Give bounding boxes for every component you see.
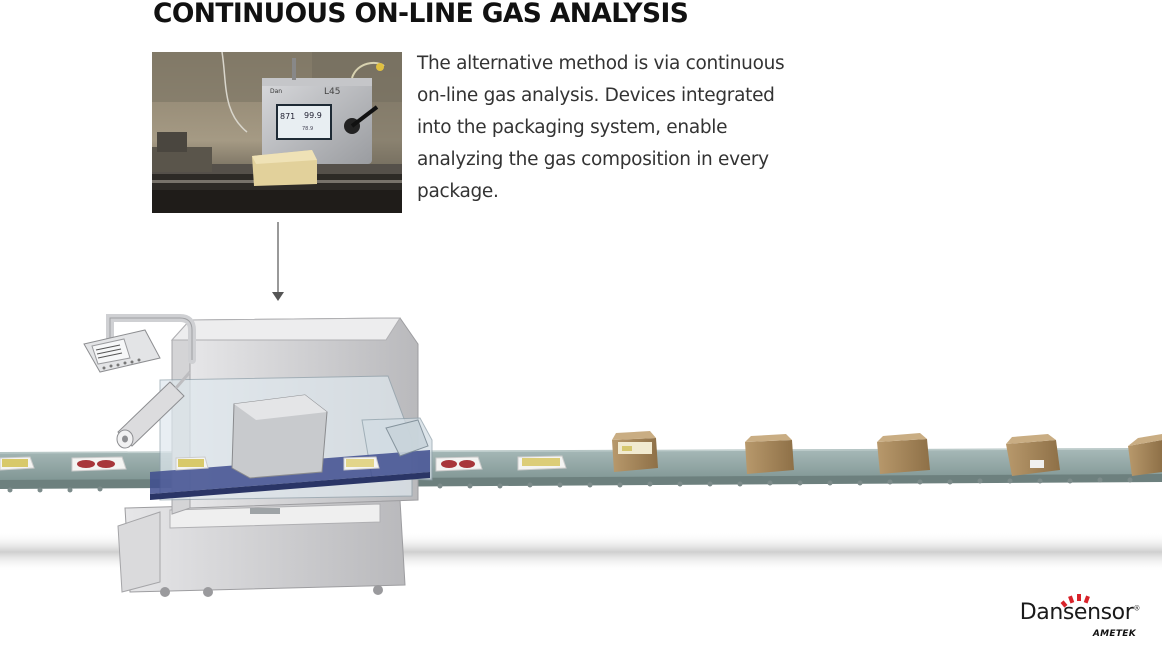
packaging-line-illustration [0, 300, 1162, 610]
dansensor-logo: Dansensor® AMETEK [1008, 592, 1148, 644]
device-brand: Dan [270, 88, 282, 95]
screen-reading-3: 78.9 [302, 126, 313, 132]
screen-reading-1: 871 [280, 112, 295, 121]
logo-arc-icon [1060, 594, 1090, 608]
device-model: L45 [324, 87, 340, 97]
logo-name: Dansensor® [1019, 600, 1141, 625]
description-text: The alternative method is via continuous… [417, 53, 785, 202]
logo-sub: AMETEK [1092, 629, 1136, 639]
down-arrow-icon [272, 222, 284, 301]
screen-reading-2: 99.9 [304, 111, 322, 120]
page-title: CONTINUOUS ON-LINE GAS ANALYSIS [153, 0, 689, 29]
analyzer-photo: Dan L45 871 99.9 78.9 [152, 52, 402, 213]
